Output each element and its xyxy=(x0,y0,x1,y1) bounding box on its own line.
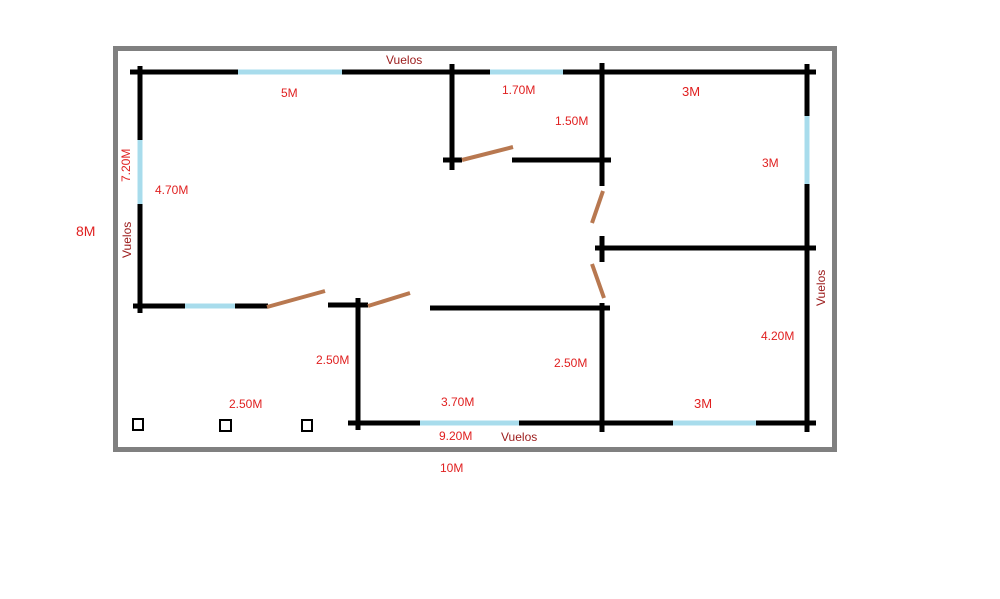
bottom-9-20-label: 9.20M xyxy=(439,429,472,443)
door-bedroom-bottom xyxy=(590,263,606,299)
labels: Vuelos 5M 1.70M 3M 1.50M 3M 4.70M 8M 7.2… xyxy=(76,53,828,475)
walls xyxy=(130,63,816,432)
right-room-3m-label: 3M xyxy=(762,156,779,170)
porch-2-50-bottom-label: 2.50M xyxy=(229,397,262,411)
vuelos-top-label: Vuelos xyxy=(386,53,422,67)
door-entry xyxy=(367,291,411,308)
vuelos-left-label: Vuelos xyxy=(120,222,134,258)
column-3 xyxy=(301,419,313,432)
left-height-label: 7.20M xyxy=(119,149,133,182)
bath-1-50-label: 1.50M xyxy=(555,114,588,128)
top-5m-label: 5M xyxy=(281,86,298,100)
total-height-label: 8M xyxy=(76,223,95,239)
top-1-70-label: 1.70M xyxy=(502,83,535,97)
column-1 xyxy=(132,418,144,431)
door-living xyxy=(266,289,326,309)
room-4-70-label: 4.70M xyxy=(155,183,188,197)
bottom-3-70-label: 3.70M xyxy=(441,395,474,409)
vuelos-bottom-label: Vuelos xyxy=(501,430,537,444)
doors xyxy=(266,145,606,309)
door-bath xyxy=(461,145,514,162)
columns xyxy=(132,418,313,432)
vuelos-right-label: Vuelos xyxy=(814,270,828,306)
right-4-20-label: 4.20M xyxy=(761,329,794,343)
total-width-label: 10M xyxy=(440,461,463,475)
center-2-50-label: 2.50M xyxy=(554,356,587,370)
bottom-right-3m-label: 3M xyxy=(694,396,712,411)
outer-frame xyxy=(113,46,837,452)
column-2 xyxy=(219,419,232,432)
porch-2-50-left-label: 2.50M xyxy=(316,353,349,367)
door-bedroom-top xyxy=(590,190,605,224)
windows xyxy=(137,69,810,426)
top-right-3m-label: 3M xyxy=(682,84,700,99)
